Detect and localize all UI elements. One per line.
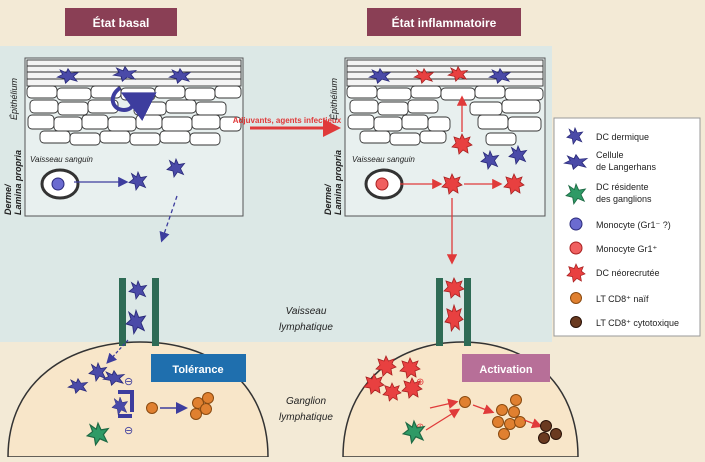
left-lymph-wall-a [119,278,126,346]
legend-text-3: Monocyte (Gr1⁻ ?) [596,220,671,230]
left-minus-2: ⊖ [124,425,133,437]
left-minus-1: ⊖ [124,376,133,388]
legend-text-0: DC dermique [596,132,649,142]
inflammation-arrow-label: Adjuvants, agents infectieux [233,116,342,125]
legend-text-1a: Cellule [596,150,624,160]
left-epithelium-label: Épithélium [9,77,19,120]
activation-box: Activation [462,354,550,382]
right-tissue: Vaisseau sanguin [344,57,546,265]
right-lymph-wall-a [436,278,443,346]
right-lymph-node: ⊕ ⊕ Activation [342,277,579,458]
legend-text-2a: DC résidente [596,182,649,192]
legend-text-2b: des ganglions [596,194,652,204]
left-inhibition-shapes [118,390,134,418]
header-basal: État basal [65,8,177,36]
monocyte-blue-icon [569,217,583,231]
naive-cd8-icon [570,292,582,304]
right-activation-arrow-2 [425,408,461,431]
lymph-node-label-1: Ganglion [286,396,326,407]
monocyte-red-icon [569,241,583,255]
right-monocyte [375,177,389,191]
activation-label: Activation [479,364,532,376]
left-lymph-node: ⊖ ⊖ Tolérance [7,278,269,458]
left-t-cell-cluster [190,392,214,420]
right-dermis-label-1: Derme/ [323,183,333,215]
legend-text-5: DC néorecrutée [596,268,660,278]
header-inflammatory: État inflammatoire [367,8,521,36]
lymph-vessel-label-1: Vaisseau [286,306,327,317]
right-vessel-label: Vaisseau sanguin [352,155,415,164]
right-t-cell-cluster [492,394,526,440]
right-activation-arrow-1 [429,398,459,409]
lymph-vessel-label-2: lymphatique [279,322,333,333]
left-naive-t-cell [146,402,158,414]
left-migration-loop-arrow [110,86,157,122]
header-basal-text: État basal [93,15,150,30]
left-vessel-label: Vaisseau sanguin [30,155,93,164]
left-dermis-label-1: Derme/ [3,183,13,215]
left-tissue: Vaisseau sanguin [24,57,244,243]
legend-text-4: Monocyte Gr1⁺ [596,244,658,254]
legend-text-1b: de Langerhans [596,162,657,172]
right-tcell-arrow [472,404,495,415]
left-dermis-label-2: Lamina propria [13,150,23,215]
tolerance-label: Tolérance [172,364,223,376]
right-plus-1: ⊕ [416,377,424,388]
cytotoxic-cd8-icon [570,316,582,328]
header-inflammatory-text: État inflammatoire [392,15,497,30]
lymph-node-label-2: lymphatique [279,412,333,423]
left-lymph-wall-b [152,278,159,346]
right-naive-t-cell [459,396,471,408]
left-dc-migration-arrow [159,195,178,243]
legend-text-6: LT CD8⁺ naïf [596,294,649,304]
right-cytotoxic-cluster [538,420,562,444]
legend-text-7: LT CD8⁺ cytotoxique [596,318,679,328]
legend: DC dermique Cellule de Langerhans DC rés… [553,117,701,337]
tolerance-box: Tolérance [151,354,246,382]
right-cytotoxic-arrow [523,418,543,429]
right-dermis-label-2: Lamina propria [333,150,343,215]
right-epithelium-label: Épithélium [329,77,339,120]
left-monocyte [51,177,65,191]
right-lymph-wall-b [464,278,471,346]
